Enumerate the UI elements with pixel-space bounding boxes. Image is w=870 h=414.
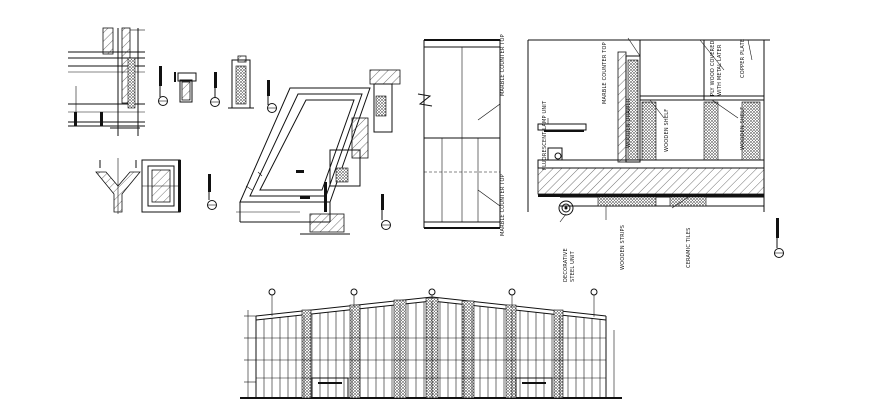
grid-bubbles <box>268 288 598 317</box>
label-wooden-drawer: WOODEN DRAWER <box>626 98 632 148</box>
detail-box-plan <box>141 159 181 213</box>
detail-small-block <box>174 72 197 103</box>
section-marker-4 <box>207 174 217 210</box>
label-plywood-covered: PLY WOOD COVERED <box>710 40 716 96</box>
section-marker-1 <box>158 66 168 106</box>
label-wooden-shelf-1: WOODEN SHELF <box>664 109 670 152</box>
label-wooden-strips: WOODEN STRIPS <box>620 225 626 270</box>
detail-column <box>228 55 254 109</box>
label-marble-counter-top-lower: MARBLE COUNTER TOP <box>500 174 506 236</box>
label-ceramic-tiles: CERAMIC TILES <box>686 228 692 268</box>
label-decorative: DECORATIVE <box>563 248 569 282</box>
detail-y-bracket <box>95 158 141 214</box>
label-wooden-shelf-2: WOODEN SHELF <box>740 107 746 150</box>
detail-skewed-counter <box>236 69 401 235</box>
label-marble-counter-top-right: MARBLE COUNTER TOP <box>602 42 608 104</box>
detail-counter-section: MARBLE COUNTER TOP FLUORESCENT LAMP UNIT… <box>527 37 770 282</box>
section-marker-6 <box>774 218 784 258</box>
label-copper-plate: COPPER PLATE <box>740 39 746 78</box>
label-marble-counter-top-upper: MARBLE COUNTER TOP <box>500 34 506 96</box>
building-front-elevation <box>240 288 622 399</box>
label-steel-unit: STEEL UNIT <box>570 250 576 282</box>
section-marker-3 <box>267 80 277 113</box>
section-marker-5 <box>381 194 391 230</box>
label-with-metal-later: WITH METAL LATER <box>717 44 723 96</box>
label-fluorescent-lamp-unit: FLUORESCENT LAMP UNIT <box>542 100 548 170</box>
section-marker-2 <box>210 72 220 107</box>
detail-section-top-left <box>68 27 145 136</box>
detail-marble-counter-elevation: MARBLE COUNTER TOP MARBLE COUNTER TOP <box>417 34 506 236</box>
